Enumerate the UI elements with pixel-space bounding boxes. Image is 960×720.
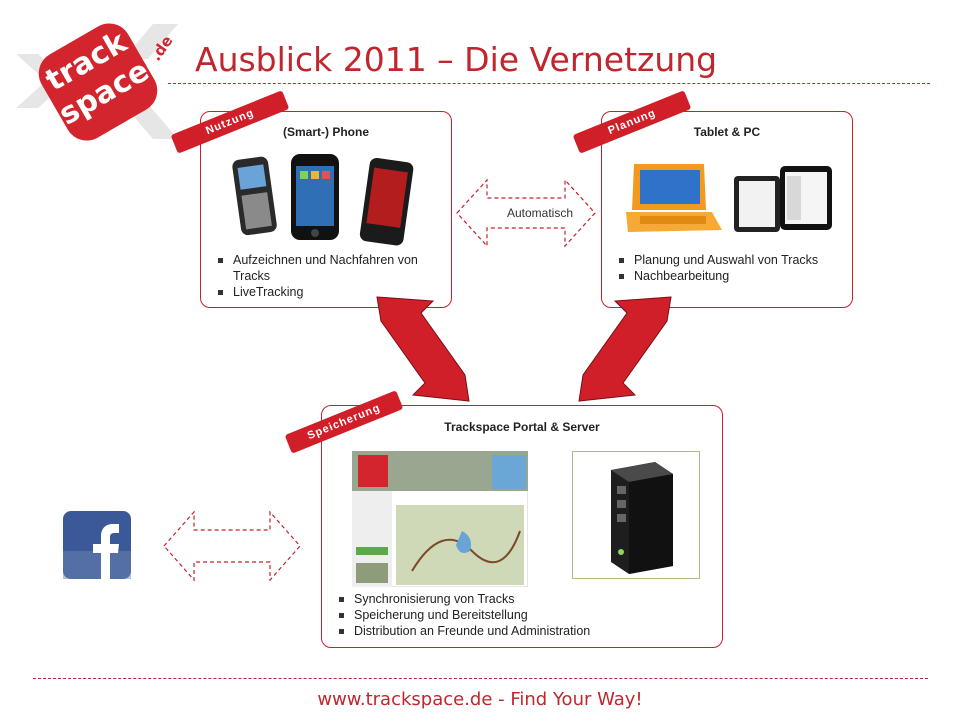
list-item: Distribution an Freunde und Administrati… — [336, 623, 716, 639]
automatic-label: Automatisch — [506, 206, 574, 220]
tablet-box-title: Tablet & PC — [693, 125, 761, 139]
server-image-frame — [572, 451, 700, 579]
tablet-server-arrow — [578, 296, 672, 402]
facebook-icon[interactable] — [63, 511, 131, 579]
tablet-icon — [734, 166, 832, 232]
server-feature-list: Synchronisierung von Tracks Speicherung … — [336, 591, 716, 639]
list-item: LiveTracking — [215, 284, 445, 300]
phone-feature-list: Aufzeichnen und Nachfahren von Tracks Li… — [215, 252, 445, 300]
phone-server-arrow — [376, 296, 470, 402]
smartphone-icon — [232, 154, 414, 246]
phone-box: (Smart-) Phone Aufzeichnen und Nachfahre… — [200, 111, 452, 308]
footer-tagline[interactable]: www.trackspace.de - Find Your Way! — [317, 689, 643, 710]
trackspace-logo: track space .de — [16, 23, 178, 141]
tablet-box: Tablet & PC Planung und Auswahl von Trac… — [601, 111, 853, 308]
phone-box-title: (Smart-) Phone — [282, 125, 369, 139]
server-tower-icon — [611, 462, 673, 574]
list-item: Planung und Auswahl von Tracks — [616, 252, 846, 268]
page-title: Ausblick 2011 – Die Vernetzung — [195, 40, 718, 79]
list-item: Synchronisierung von Tracks — [336, 591, 716, 607]
footer-divider — [33, 678, 928, 679]
server-box: Trackspace Portal & Server Synchronisier… — [321, 405, 723, 648]
portal-screenshot — [352, 451, 528, 587]
automatic-sync-arrow — [456, 178, 596, 248]
tablet-feature-list: Planung und Auswahl von Tracks Nachbearb… — [616, 252, 846, 284]
laptop-icon — [626, 164, 722, 232]
list-item: Aufzeichnen und Nachfahren von Tracks — [215, 252, 445, 284]
facebook-sync-arrow — [163, 510, 301, 582]
server-box-title: Trackspace Portal & Server — [444, 420, 600, 434]
title-divider — [168, 83, 930, 84]
list-item: Nachbearbeitung — [616, 268, 846, 284]
list-item: Speicherung und Bereitstellung — [336, 607, 716, 623]
